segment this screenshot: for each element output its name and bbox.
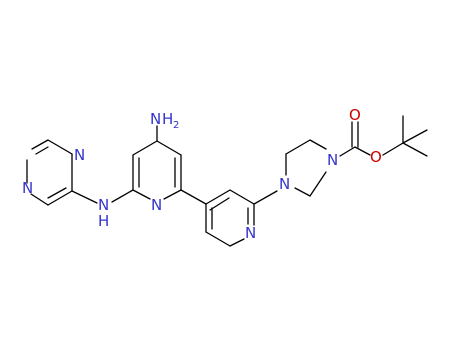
nh2-hydrogen-label: H [162, 110, 173, 128]
amine-nitrogen-label: N [98, 196, 109, 214]
amine-hydrogen-label: H [98, 212, 109, 230]
pyrazine-bottom-nitrogen-label: N [22, 179, 33, 197]
nh2-nitrogen-label: N [150, 110, 161, 128]
central-pyridine-nitrogen-label: N [151, 196, 162, 214]
carbonyl-oxygen-label: O [349, 106, 361, 124]
piperazine-left-nitrogen-label: N [279, 175, 290, 193]
bond-lines [26, 115, 428, 247]
pyrazine-top-nitrogen-label: N [74, 146, 85, 164]
right-pyridine-nitrogen-label: N [245, 224, 256, 242]
ester-oxygen-label: O [370, 148, 382, 166]
nh2-subscript-label: 2 [173, 120, 179, 131]
piperazine-right-nitrogen-label: N [327, 151, 338, 169]
atom-labels: N H 2 N N H N N N N N O O [22, 106, 382, 242]
